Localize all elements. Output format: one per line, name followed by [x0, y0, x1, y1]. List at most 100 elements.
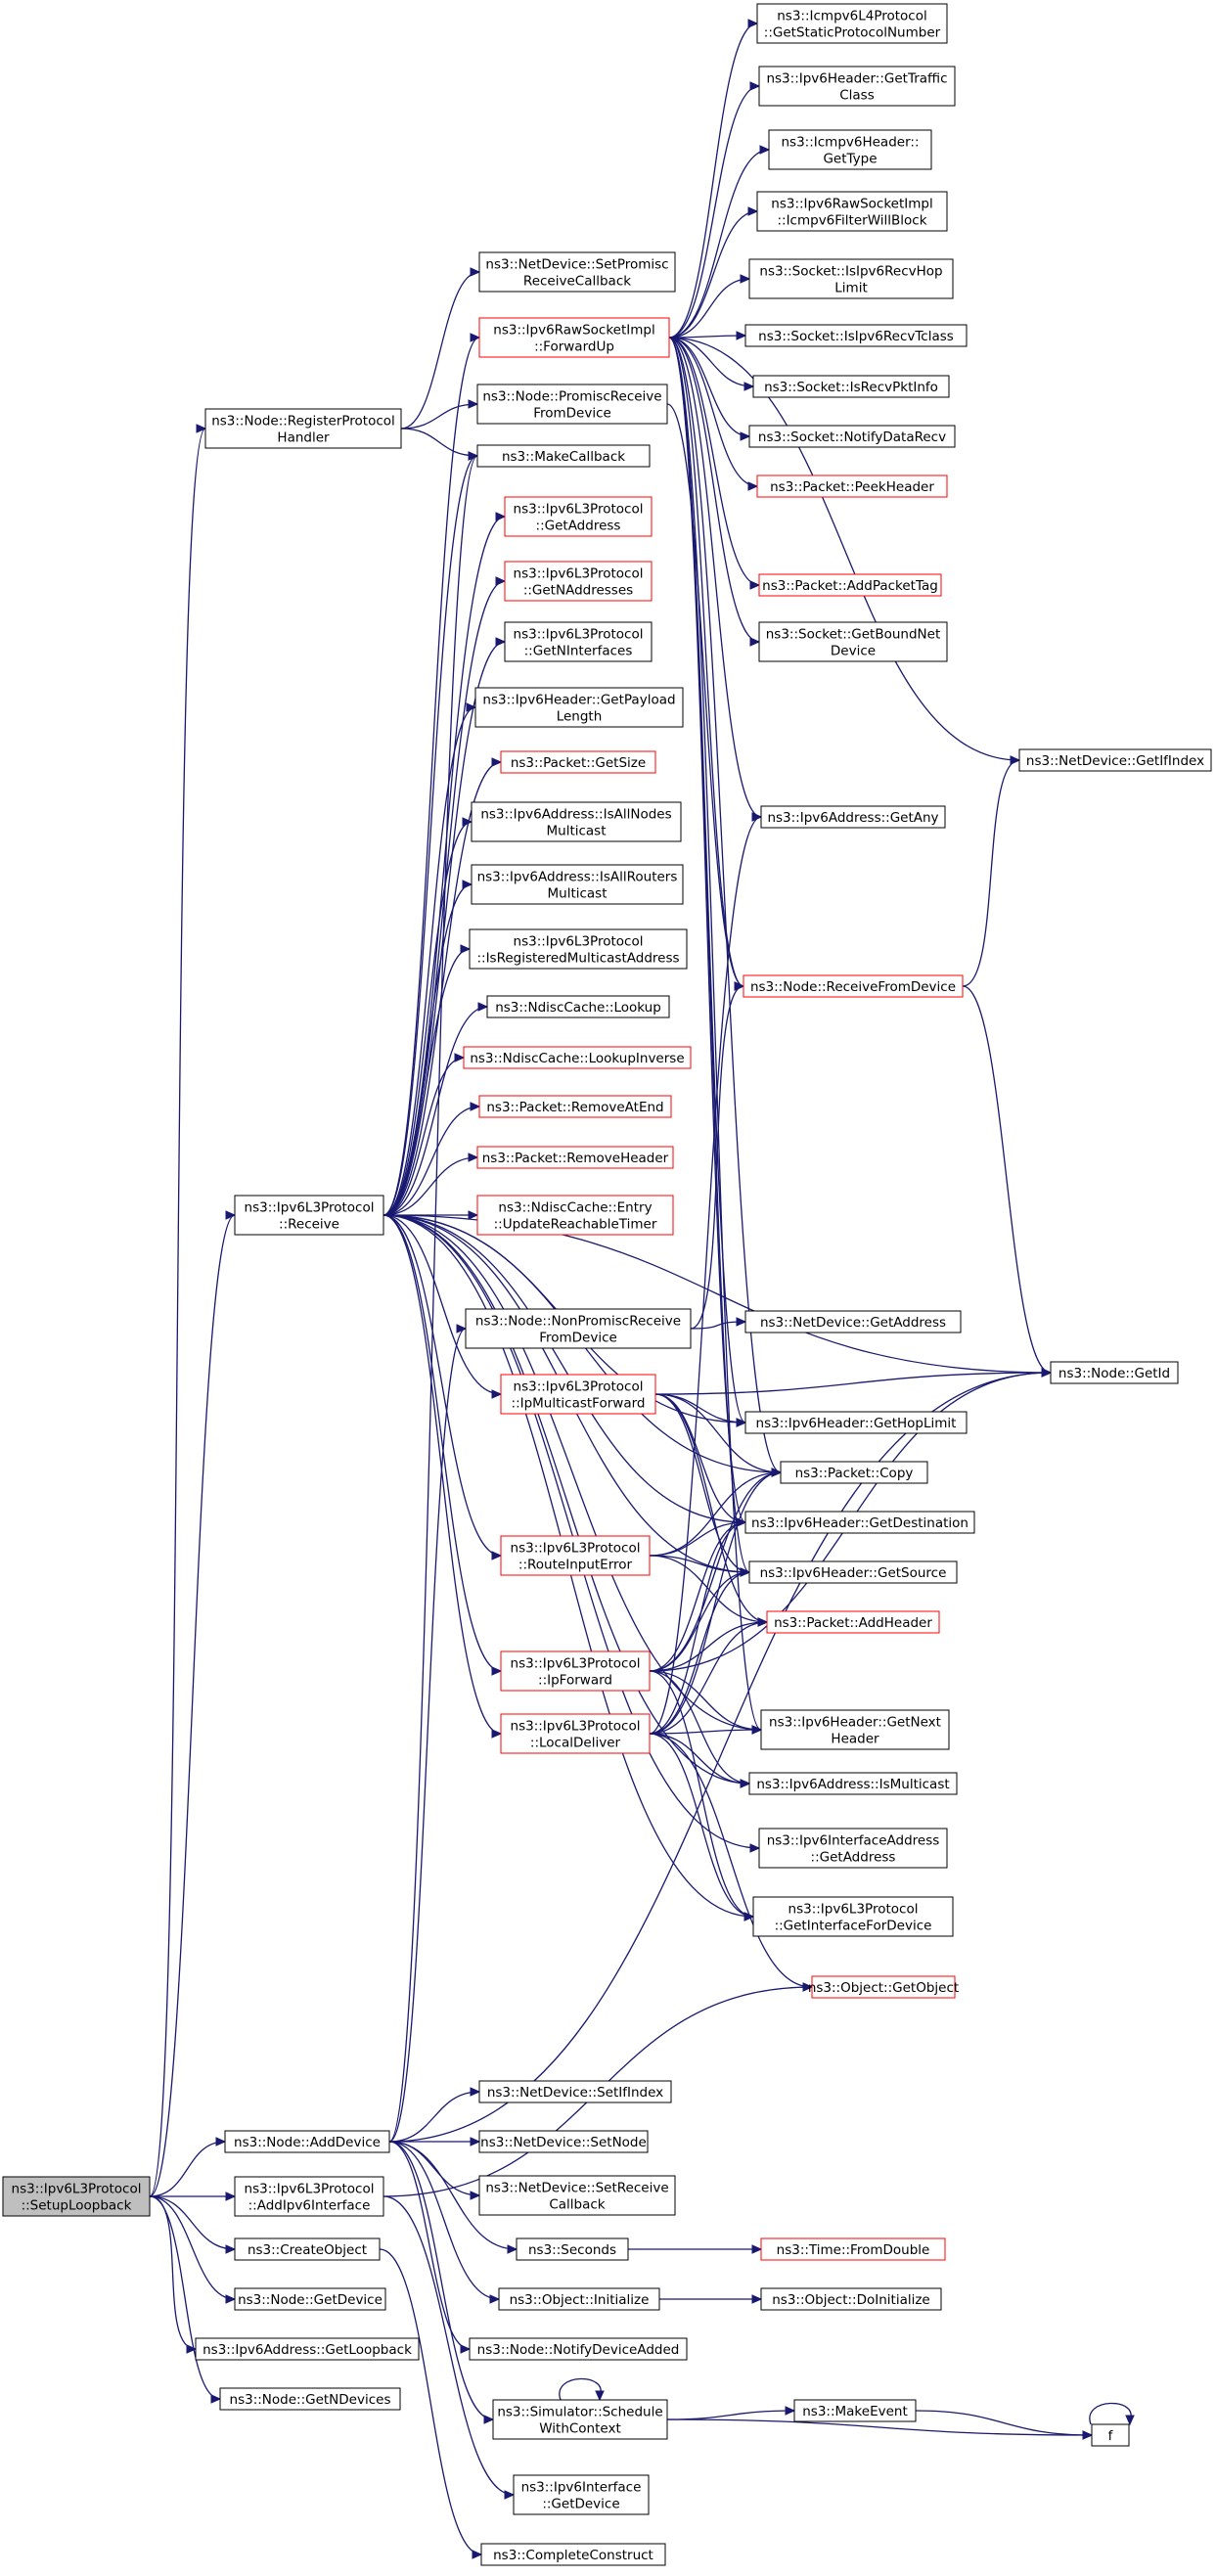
function-node-removeHeader[interactable]: ns3::Packet::RemoveHeader	[476, 1146, 674, 1169]
function-node-getNAddresses[interactable]: ns3::Ipv6L3Protocol::GetNAddresses	[504, 561, 653, 602]
edge-line	[383, 948, 471, 1216]
node-label: ns3::Icmpv6Header::	[782, 135, 920, 151]
function-node-getNDevices[interactable]: ns3::Node::GetNDevices	[219, 2387, 401, 2411]
function-node-isRecvPktInfo[interactable]: ns3::Socket::IsRecvPktInfo	[752, 375, 950, 398]
function-node-rawForwardUp[interactable]: ns3::Ipv6RawSocketImpl::ForwardUp	[478, 317, 670, 358]
edge-ipForward-to-isMulticast	[649, 1670, 751, 1788]
node-box	[486, 995, 670, 1018]
function-node-routeInputError[interactable]: ns3::Ipv6L3Protocol::RouteInputError	[500, 1535, 651, 1576]
function-node-addHeader[interactable]: ns3::Packet::AddHeader	[766, 1610, 940, 1634]
edge-line	[654, 1393, 782, 1473]
node-label: ns3::Ipv6Address::GetAny	[767, 810, 938, 826]
edge-arrowhead	[472, 2550, 483, 2559]
function-node-ifaceAddrGetAddress[interactable]: ns3::Ipv6InterfaceAddress::GetAddress	[758, 1828, 948, 1869]
function-node-icmpFilterWillBlock[interactable]: ns3::Ipv6RawSocketImpl::Icmpv6FilterWill…	[756, 191, 948, 232]
function-node-peekHeader[interactable]: ns3::Packet::PeekHeader	[756, 475, 948, 498]
function-node-setNode[interactable]: ns3::NetDevice::SetNode	[478, 2130, 649, 2153]
edge-arrowhead	[736, 1317, 747, 1327]
function-node-setIfIndex[interactable]: ns3::NetDevice::SetIfIndex	[478, 2080, 672, 2103]
node-box	[500, 1650, 651, 1692]
function-node-getHopLimit[interactable]: ns3::Ipv6Header::GetHopLimit	[744, 1411, 968, 1434]
function-node-isRegisteredMulticast[interactable]: ns3::Ipv6L3Protocol::IsRegisteredMultica…	[469, 928, 688, 970]
function-node-seconds[interactable]: ns3::Seconds	[516, 2237, 629, 2261]
edge-rawForwardUp-to-isRecvPktInfo	[668, 337, 755, 391]
function-node-icmpGetType[interactable]: ns3::Icmpv6Header::GetType	[768, 129, 932, 170]
function-node-netDeviceGetAddress[interactable]: ns3::NetDevice::GetAddress	[744, 1310, 962, 1333]
function-node-getLoopback[interactable]: ns3::Ipv6Address::GetLoopback	[195, 2337, 420, 2361]
edge-receive-to-removeAtEnd	[383, 1102, 481, 1216]
function-node-updateReachableTimer[interactable]: ns3::NdiscCache::Entry::UpdateReachableT…	[476, 1195, 674, 1236]
function-node-timeFromDouble[interactable]: ns3::Time::FromDouble	[760, 2237, 946, 2261]
function-node-makeEvent[interactable]: ns3::MakeEvent	[793, 2399, 917, 2422]
node-label: ns3::Icmpv6L4Protocol	[777, 9, 927, 24]
node-box	[478, 251, 676, 293]
function-node-createObject[interactable]: ns3::CreateObject	[234, 2237, 381, 2261]
function-node-makeCallback[interactable]: ns3::MakeCallback	[476, 444, 651, 468]
function-node-getInterfaceForDevice[interactable]: ns3::Ipv6L3Protocol::GetInterfaceForDevi…	[752, 1896, 954, 1937]
function-node-receive[interactable]: ns3::Ipv6L3Protocol::Receive	[234, 1195, 384, 1236]
edge-root-to-getLoopback	[149, 2195, 198, 2354]
function-node-addPacketTag[interactable]: ns3::Packet::AddPacketTag	[758, 573, 942, 597]
function-node-ndiscLookupInverse[interactable]: ns3::NdiscCache::LookupInverse	[463, 1046, 692, 1069]
function-node-getAddress[interactable]: ns3::Ipv6L3Protocol::GetAddress	[504, 496, 653, 537]
node-box	[471, 864, 684, 905]
node-box	[758, 66, 956, 107]
function-node-receiveFromDevice[interactable]: ns3::Node::ReceiveFromDevice	[743, 974, 964, 998]
function-node-ipv6GetAny[interactable]: ns3::Ipv6Address::GetAny	[760, 805, 946, 829]
function-node-netDeviceGetIfIndex[interactable]: ns3::NetDevice::GetIfIndex	[1018, 748, 1212, 772]
node-label: ns3::Object::GetObject	[808, 1980, 959, 1996]
function-node-root[interactable]: ns3::Ipv6L3Protocol::SetupLoopback	[2, 2176, 151, 2217]
function-node-getSource[interactable]: ns3::Ipv6Header::GetSource	[748, 1560, 958, 1584]
function-node-getDestination[interactable]: ns3::Ipv6Header::GetDestination	[744, 1511, 975, 1534]
node-label: WithContext	[539, 2421, 621, 2437]
function-node-isMulticast[interactable]: ns3::Ipv6Address::IsMulticast	[748, 1772, 958, 1795]
node-box	[474, 687, 684, 728]
function-node-ndiscLookup[interactable]: ns3::NdiscCache::Lookup	[486, 995, 670, 1018]
edge-line	[388, 2141, 500, 2300]
function-node-notifyDeviceAdded[interactable]: ns3::Node::NotifyDeviceAdded	[469, 2337, 688, 2361]
function-node-getNInterfaces[interactable]: ns3::Ipv6L3Protocol::GetNInterfaces	[504, 621, 653, 662]
function-node-localDeliver[interactable]: ns3::Ipv6L3Protocol::LocalDeliver	[500, 1713, 651, 1754]
edge-arrowhead	[491, 1389, 503, 1399]
function-node-setPromiscCb[interactable]: ns3::NetDevice::SetPromiscReceiveCallbac…	[478, 251, 676, 293]
function-node-objectInitialize[interactable]: ns3::Object::Initialize	[498, 2287, 660, 2311]
function-node-doInitialize[interactable]: ns3::Object::DoInitialize	[760, 2287, 942, 2311]
edge-line	[149, 1214, 236, 2197]
function-node-isRecvTclass[interactable]: ns3::Socket::IsIpv6RecvTclass	[744, 324, 968, 347]
function-node-notifyDataRecv[interactable]: ns3::Socket::NotifyDataRecv	[748, 425, 956, 448]
node-label: ns3::Ipv6L3Protocol	[788, 1902, 919, 1918]
node-label: Limit	[834, 281, 867, 296]
call-edges	[149, 19, 1135, 2559]
function-node-nodeAddDevice[interactable]: ns3::Node::AddDevice	[224, 2130, 390, 2153]
function-node-ipMulticastForward[interactable]: ns3::Ipv6L3Protocol::IpMulticastForward	[500, 1374, 656, 1415]
function-node-removeAtEnd[interactable]: ns3::Packet::RemoveAtEnd	[478, 1095, 672, 1118]
function-node-ipv6IfaceGetDevice[interactable]: ns3::Ipv6Interface::GetDevice	[513, 2474, 650, 2515]
function-node-icmpGetStaticProto[interactable]: ns3::Icmpv6L4Protocol::GetStaticProtocol…	[756, 3, 948, 44]
function-node-packetCopy[interactable]: ns3::Packet::Copy	[780, 1461, 928, 1484]
function-node-ipForward[interactable]: ns3::Ipv6L3Protocol::IpForward	[500, 1650, 651, 1692]
edge-arrowhead	[225, 2192, 237, 2201]
function-node-f[interactable]: f	[1091, 2423, 1130, 2447]
node-box	[476, 444, 651, 468]
function-node-completeConstruct[interactable]: ns3::CompleteConstruct	[480, 2543, 666, 2566]
function-node-nodeGetId[interactable]: ns3::Node::GetId	[1050, 1361, 1179, 1384]
function-node-packetGetSize[interactable]: ns3::Packet::GetSize	[500, 750, 656, 774]
function-node-objectGetObject[interactable]: ns3::Object::GetObject	[808, 1975, 959, 1999]
function-node-addIpv6Interface[interactable]: ns3::Ipv6L3Protocol::AddIpv6Interface	[234, 2176, 384, 2217]
function-node-nodeGetDevice[interactable]: ns3::Node::GetDevice	[234, 2287, 386, 2311]
node-label: ns3::NetDevice::SetPromisc	[485, 257, 668, 273]
node-label: ::SetupLoopback	[22, 2198, 132, 2214]
edge-arrowhead	[491, 1551, 503, 1560]
